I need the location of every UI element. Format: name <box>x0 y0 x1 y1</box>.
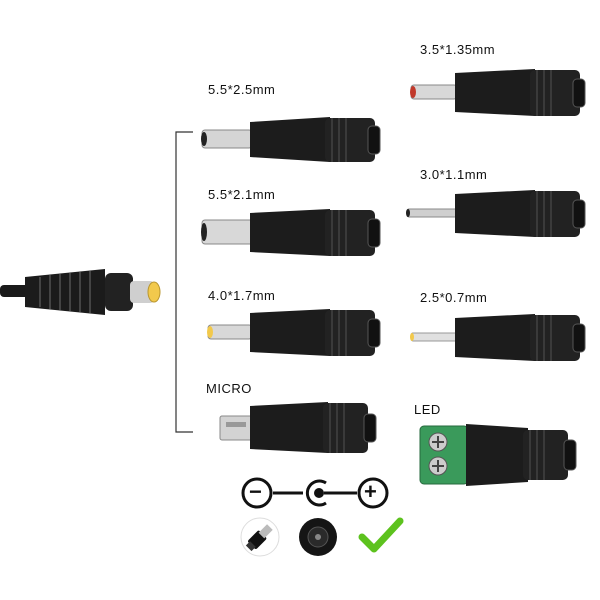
adapter-label-3-0x1-1: 3.0*1.1mm <box>420 167 488 182</box>
polarity-symbol-icon <box>241 477 389 509</box>
adapter-5-5x2-1 <box>200 205 385 260</box>
adapter-2-5x0-7 <box>405 310 590 365</box>
adapter-3-0x1-1 <box>405 186 590 241</box>
micro-usb-plug-icon <box>219 402 377 453</box>
adapter-4-0x1-7 <box>200 305 385 360</box>
adapter-plug-icon <box>410 69 586 116</box>
bracket-icon <box>175 131 193 433</box>
adapter-3-5x1-35 <box>405 65 590 120</box>
adapter-plug-icon <box>201 117 381 162</box>
polarity-minus: − <box>249 479 262 504</box>
adapter-plug-icon <box>410 314 586 361</box>
adapter-micro <box>218 400 383 455</box>
polarity-diagram: − + <box>240 475 390 511</box>
socket-thumbnail-icon <box>299 518 337 556</box>
main-cable-plug <box>0 255 170 335</box>
adapter-plug-icon <box>207 309 381 356</box>
adapter-led-terminal <box>418 420 583 490</box>
adapter-label-4-0x1-7: 4.0*1.7mm <box>208 288 276 303</box>
adapter-label-5-5x2-1: 5.5*2.1mm <box>208 187 276 202</box>
cable-plug-icon <box>0 269 161 315</box>
led-terminal-block-icon <box>419 424 577 486</box>
plug-thumbnail <box>240 517 280 557</box>
socket-thumbnail <box>298 517 338 557</box>
adapter-label-micro: MICRO <box>206 381 252 396</box>
adapter-label-3-5x1-35: 3.5*1.35mm <box>420 42 496 57</box>
plug-thumbnail-icon <box>240 517 280 557</box>
adapter-label-5-5x2-5: 5.5*2.5mm <box>208 82 276 97</box>
adapter-plug-icon <box>406 190 586 237</box>
check-icon <box>358 517 404 553</box>
adapter-5-5x2-5 <box>200 112 385 167</box>
adapter-label-led: LED <box>414 402 441 417</box>
polarity-plus: + <box>364 479 377 504</box>
compatible-check <box>358 515 404 555</box>
adapter-label-2-5x0-7: 2.5*0.7mm <box>420 290 488 305</box>
adapter-plug-icon <box>201 209 381 256</box>
